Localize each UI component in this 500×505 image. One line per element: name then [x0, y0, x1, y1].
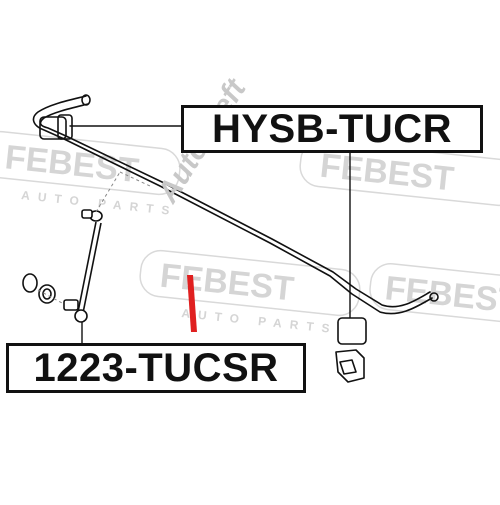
- part-label-stabilizer-link: 1223-TUCSR: [6, 343, 306, 393]
- assembly-guides: [37, 171, 151, 304]
- stabilizer-link: [22, 209, 103, 344]
- watermark-febest-logos: [0, 130, 500, 324]
- seller-logo-mark: [187, 275, 197, 332]
- watermark-brand-3: FEBEST: [158, 257, 296, 309]
- part-number-stabilizer-link: 1223-TUCSR: [33, 346, 279, 390]
- part-label-stabilizer-bushing: HYSB-TUCR: [181, 105, 483, 153]
- stabilizer-bushing-right: [335, 153, 367, 383]
- watermark-brand-4: FEBEST: [383, 269, 500, 321]
- watermark-brand-2: FEBEST: [318, 147, 456, 199]
- watermark-brand-1: FEBEST: [3, 138, 141, 190]
- watermark-sub-2: AUTO PARTS: [181, 306, 339, 336]
- stabilizer-bar: [32, 94, 439, 315]
- part-number-stabilizer-bushing: HYSB-TUCR: [211, 107, 453, 151]
